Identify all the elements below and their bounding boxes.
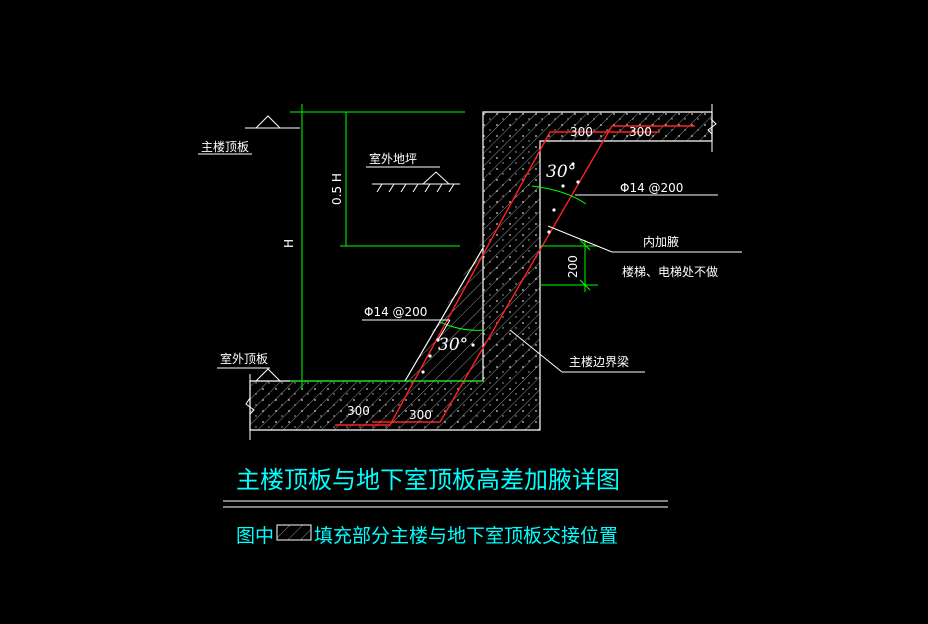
label-outdoor-roof: 室外顶板 — [220, 351, 268, 366]
rebar-group — [335, 125, 695, 426]
annotation-lines — [198, 115, 742, 382]
dim-bottom-right: 300 — [409, 408, 432, 422]
label-inner-haunch-note: 楼梯、电梯处不做 — [622, 264, 718, 279]
label-edge-beam: 主楼边界梁 — [569, 354, 629, 369]
dim-top-left: 300 — [570, 125, 593, 139]
break-mark-right — [707, 104, 717, 152]
dim-half-height: 0.5 H — [330, 173, 344, 205]
drawing-title: 主楼顶板与地下室顶板高差加腋详图 — [236, 466, 620, 494]
dim-top-right: 300 — [629, 125, 652, 139]
label-outdoor-ground: 室外地坪 — [369, 151, 417, 166]
rebar-outer — [335, 131, 660, 426]
concrete-texture — [250, 112, 712, 430]
main-roof-level-marker — [255, 115, 281, 129]
label-inner-haunch: 内加腋 — [643, 234, 679, 249]
break-mark-left — [245, 374, 255, 440]
angle-lower: 30° — [438, 335, 468, 355]
dimension-lines — [290, 104, 598, 390]
label-rebar-lower: Φ14 @200 — [364, 305, 427, 319]
outdoor-ground-level-marker — [422, 171, 450, 185]
haunch-fill — [405, 240, 483, 381]
outdoor-roof-level-marker — [255, 368, 281, 382]
title-underlines — [223, 500, 668, 508]
legend-swatch — [276, 524, 312, 541]
legend-prefix: 图中 — [236, 525, 274, 547]
rebar-dots — [421, 162, 580, 374]
label-main-roof: 主楼顶板 — [201, 139, 249, 154]
dim-height: H — [282, 239, 296, 248]
legend-text: 填充部分主楼与地下室顶板交接位置 — [314, 525, 618, 547]
dim-bottom-left: 300 — [347, 404, 370, 418]
rebar-inner — [372, 125, 695, 423]
angle-upper: 30° — [546, 162, 576, 182]
label-rebar-upper: Φ14 @200 — [620, 181, 683, 195]
haunch-slope-line — [404, 247, 484, 382]
dim-haunch: 200 — [566, 255, 580, 278]
